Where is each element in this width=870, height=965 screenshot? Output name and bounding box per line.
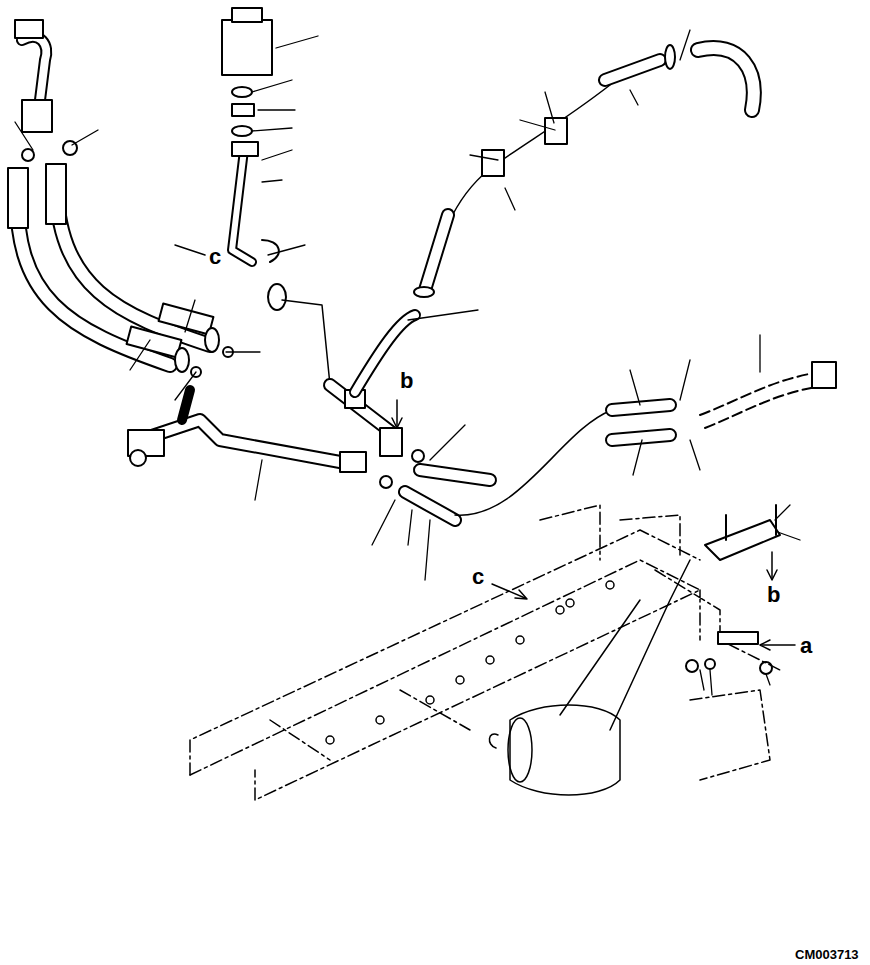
reference-letter: c	[208, 246, 222, 268]
drawing-number: CM003713	[794, 948, 860, 961]
reference-letter: b	[399, 370, 414, 392]
reference-letter: a	[799, 635, 813, 657]
reference-letter: b	[766, 584, 781, 606]
reference-letter: c	[471, 566, 485, 588]
